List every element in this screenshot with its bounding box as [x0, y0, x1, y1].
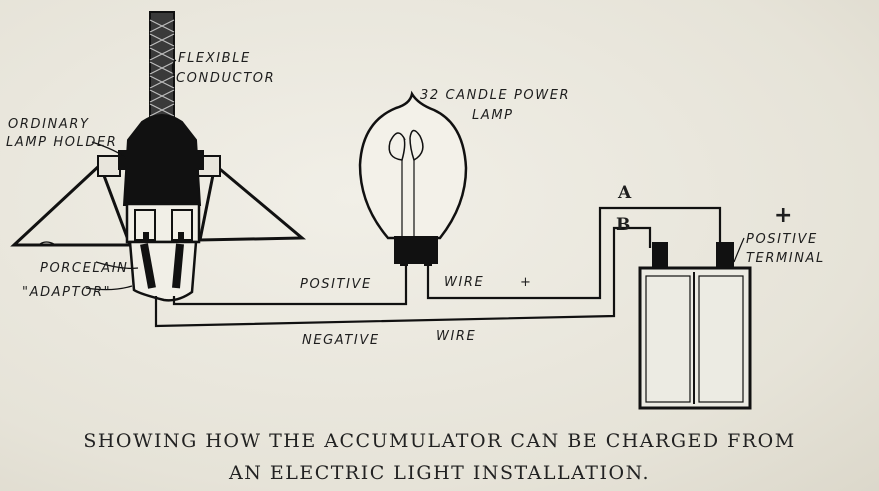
- caption-line-1: SHOWING HOW THE ACCUMULATOR CAN BE CHARG…: [83, 430, 796, 452]
- label-porcelain-2: "ADAPTOR": [22, 285, 111, 300]
- label-positive-terminal-2: TERMINAL: [746, 251, 825, 266]
- accumulator: [638, 242, 752, 410]
- label-negative: NEGATIVE: [302, 333, 380, 348]
- figure-caption: SHOWING HOW THE ACCUMULATOR CAN BE CHARG…: [0, 425, 879, 489]
- label-porcelain-1: PORCELAIN: [40, 261, 129, 276]
- leader-lines: [39, 59, 745, 291]
- flexible-conductor: [149, 11, 175, 125]
- label-flexible-2: CONDUCTOR: [176, 71, 275, 86]
- label-terminal-b: B: [616, 215, 630, 235]
- label-flexible-1: FLEXIBLE: [178, 51, 251, 66]
- label-wire-top: WIRE: [444, 275, 484, 290]
- label-terminal-a: A: [617, 183, 632, 203]
- label-positive-terminal-1: POSITIVE: [746, 232, 818, 247]
- label-plus-small: +: [520, 275, 533, 290]
- caption-line-2: AN ELECTRIC LIGHT INSTALLATION.: [228, 462, 651, 484]
- lamp-holder: [118, 114, 204, 206]
- label-positive: POSITIVE: [300, 277, 372, 292]
- label-lamp-holder-1: ORDINARY: [8, 117, 90, 132]
- negative-wire: [154, 226, 652, 328]
- lamp-bulb: [358, 90, 468, 266]
- label-wire-bottom: WIRE: [436, 329, 476, 344]
- porcelain-adaptor: [125, 202, 201, 302]
- positive-wire: [172, 206, 722, 306]
- label-plus-big: +: [774, 203, 792, 228]
- label-candle-1: 32 CANDLE POWER: [420, 88, 570, 103]
- label-lamp-holder-2: LAMP HOLDER: [6, 135, 117, 150]
- label-candle-2: LAMP: [472, 108, 514, 123]
